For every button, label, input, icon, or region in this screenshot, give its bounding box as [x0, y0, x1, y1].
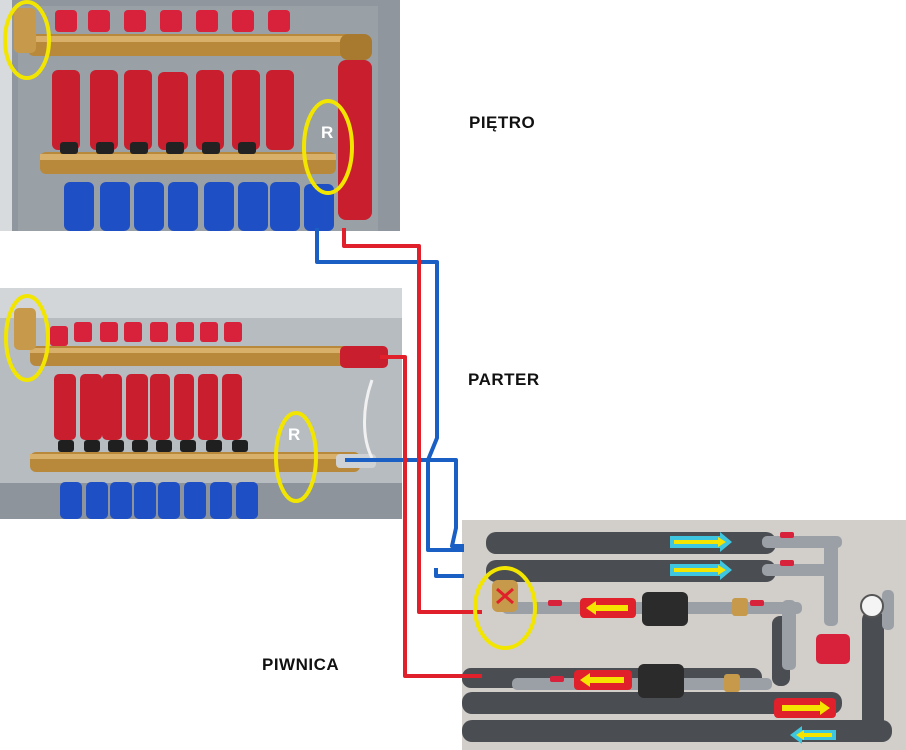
highlight-valve-basement — [473, 566, 537, 650]
basement-boiler-room-photo — [462, 520, 906, 750]
upper-floor-manifold-photo — [0, 0, 400, 231]
closed-valve-x-mark — [496, 587, 514, 605]
highlight-return-valve-ground — [274, 411, 318, 503]
floor-label-basement: PIWNICA — [262, 655, 340, 674]
basement-piping-drawing — [462, 520, 906, 750]
ground-floor-manifold-photo — [0, 288, 402, 519]
return-line-to-manifold — [434, 568, 464, 578]
return-lines — [315, 228, 464, 578]
flow-arrows — [574, 532, 836, 744]
highlight-return-valve-upper — [302, 99, 354, 195]
supply-lines — [342, 228, 482, 678]
upper-manifold-drawing — [0, 0, 400, 231]
ground-manifold-drawing — [0, 288, 402, 519]
highlight-air-vent-ground — [4, 294, 50, 382]
supply-line-upper — [342, 228, 482, 614]
floor-label-ground: PARTER — [468, 370, 540, 389]
return-line-upper — [315, 228, 464, 552]
highlight-air-vent-upper — [3, 0, 51, 80]
return-marker-upper: R — [321, 123, 333, 142]
supply-line-ground — [380, 355, 482, 678]
highlight-rings — [3, 0, 537, 650]
return-marker-ground: R — [288, 425, 300, 444]
floor-label-upper: PIĘTRO — [469, 113, 536, 132]
